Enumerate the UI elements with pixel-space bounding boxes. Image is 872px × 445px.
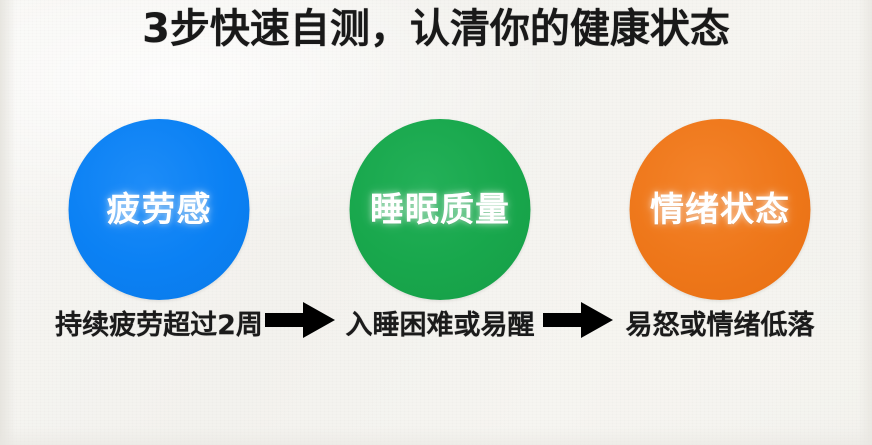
step-circle-fatigue: 疲劳感 <box>68 119 250 300</box>
step-circle-sleep: 睡眠质量 <box>349 119 531 300</box>
page-title: 3步快速自测，认清你的健康状态 <box>142 6 730 52</box>
step-item-2: 睡眠质量 入睡困难或易醒 <box>315 110 565 360</box>
step-caption-2: 入睡困难或易醒 <box>345 310 535 341</box>
step-item-3: 情绪状态 易怒或情绪低落 <box>595 110 845 360</box>
step-caption-3: 易怒或情绪低落 <box>625 310 815 341</box>
step-item-1: 疲劳感 持续疲劳超过2周 <box>34 110 284 360</box>
arrow-right-icon <box>543 300 613 340</box>
step-circle-label-3: 情绪状态 <box>650 189 790 230</box>
step-circle-label-2: 睡眠质量 <box>370 189 510 230</box>
bottom-edge-shading <box>0 427 872 445</box>
step-circle-label-1: 疲劳感 <box>106 189 212 230</box>
steps-row: 疲劳感 持续疲劳超过2周 睡眠质量 入睡困难或易醒 情绪状态 <box>0 110 872 360</box>
step-circle-mood: 情绪状态 <box>629 119 811 300</box>
arrow-right-icon <box>265 300 335 340</box>
step-caption-1: 持续疲劳超过2周 <box>55 310 263 341</box>
